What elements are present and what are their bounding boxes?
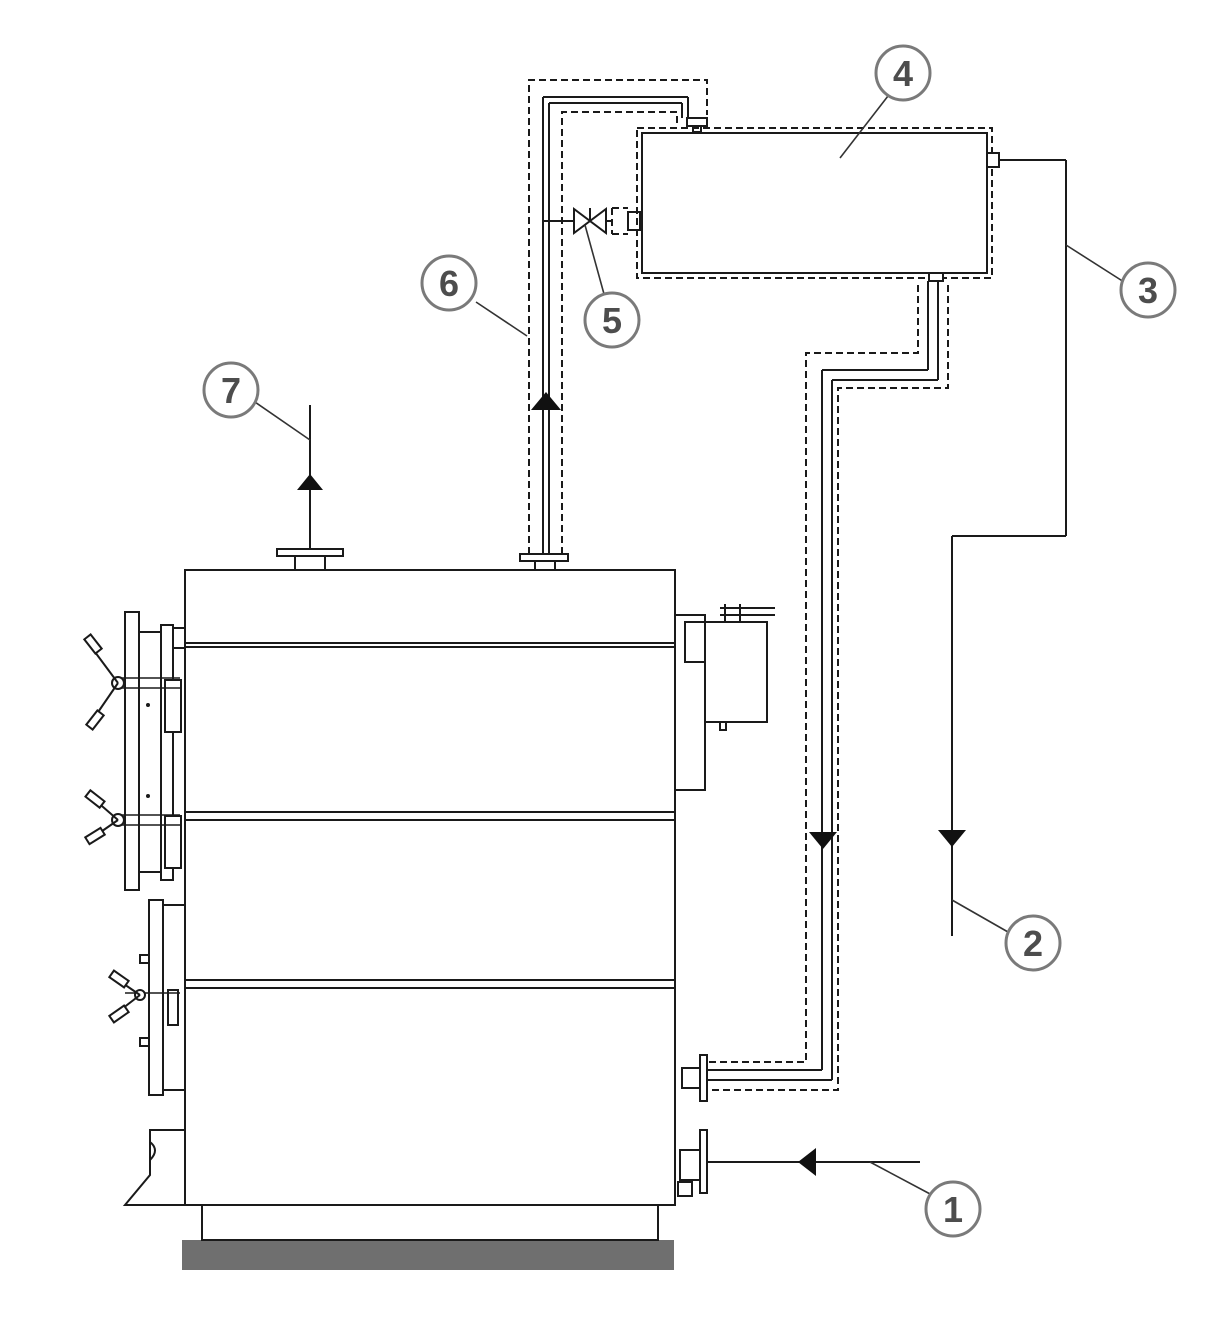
return-inlet-flange-upper bbox=[681, 1054, 708, 1102]
marker-5-label: 5 bbox=[602, 300, 622, 341]
return-inlet-flange-lower bbox=[677, 1129, 708, 1197]
floor-plinth bbox=[182, 1240, 674, 1270]
leader-line-6 bbox=[475, 301, 528, 337]
lower-door bbox=[125, 899, 186, 1096]
leader-line-1 bbox=[869, 1161, 933, 1196]
marker-5: 5 bbox=[583, 291, 641, 349]
door-handle-lower bbox=[107, 969, 146, 1024]
safety-supply-pipe bbox=[528, 79, 708, 554]
marker-1-label: 1 bbox=[943, 1189, 963, 1230]
leader-line-5 bbox=[584, 224, 605, 295]
leader-line-2 bbox=[951, 899, 1009, 933]
flue-outlet-flange bbox=[276, 548, 344, 571]
overflow-pipe bbox=[951, 159, 1067, 936]
marker-3: 3 bbox=[1119, 261, 1177, 319]
safety-return-pipe bbox=[707, 281, 949, 1091]
marker-6-label: 6 bbox=[439, 263, 459, 304]
upper-door bbox=[120, 611, 186, 891]
flow-arrow-left-inlet bbox=[798, 1148, 816, 1176]
valve bbox=[543, 207, 641, 235]
flow-arrow-down-overflow bbox=[938, 830, 966, 847]
marker-7: 7 bbox=[202, 361, 260, 419]
boiler bbox=[184, 569, 676, 1206]
door-handle-upper-2 bbox=[83, 788, 125, 846]
marker-4-label: 4 bbox=[893, 53, 913, 94]
flow-arrow-up-flue bbox=[297, 474, 323, 490]
marker-3-label: 3 bbox=[1138, 270, 1158, 311]
leader-line-7 bbox=[251, 399, 311, 441]
expansion-tank bbox=[636, 127, 1000, 282]
marker-2: 2 bbox=[1004, 914, 1062, 972]
leader-line-4 bbox=[839, 95, 889, 159]
leader-line-3 bbox=[1065, 244, 1125, 283]
flow-arrow-up-supply bbox=[531, 392, 561, 410]
marker-6: 6 bbox=[420, 254, 478, 312]
marker-2-label: 2 bbox=[1023, 923, 1043, 964]
door-handle-upper-1 bbox=[82, 633, 125, 731]
marker-4: 4 bbox=[874, 44, 932, 102]
marker-7-label: 7 bbox=[221, 370, 241, 411]
supply-outlet-flange bbox=[519, 553, 569, 571]
ash-pan-chute bbox=[122, 1129, 186, 1206]
marker-1: 1 bbox=[924, 1180, 982, 1238]
flow-arrow-down-return bbox=[809, 832, 837, 849]
boiler-base bbox=[201, 1204, 659, 1241]
control-panel bbox=[674, 604, 775, 791]
